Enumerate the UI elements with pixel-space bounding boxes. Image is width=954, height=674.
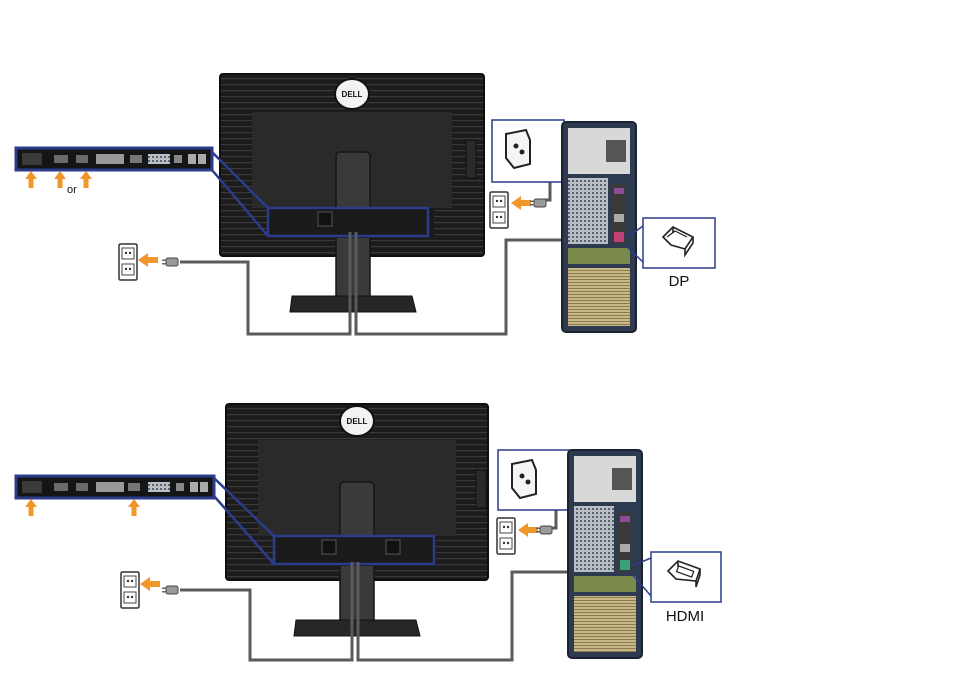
connector-label-hdmi: HDMI	[666, 608, 704, 625]
wall-outlet-right	[497, 518, 552, 554]
up-arrow-icon	[128, 499, 140, 516]
wall-outlet-left	[119, 244, 178, 280]
dell-logo: DELL	[347, 417, 368, 426]
power-plug-icon	[162, 258, 178, 266]
wall-outlet-left	[121, 572, 178, 608]
or-label: or	[67, 184, 77, 196]
wall-outlet-icon	[119, 244, 137, 280]
pc-tower	[568, 450, 642, 658]
power-plug-icon	[530, 199, 546, 207]
left-arrow-icon	[511, 196, 531, 210]
diagram-hdmi: DELL	[16, 404, 721, 660]
power-plug-icon	[536, 526, 552, 534]
wall-outlet-right	[490, 192, 546, 228]
wall-outlet-icon	[121, 572, 139, 608]
pc-tower	[562, 122, 636, 332]
up-arrow-icon	[25, 171, 37, 188]
hdmi-connector-callout: HDMI	[632, 552, 721, 625]
power-plug-icon	[162, 586, 178, 594]
left-arrow-icon	[518, 523, 538, 537]
left-arrow-icon	[140, 577, 160, 591]
up-arrow-icon	[54, 171, 66, 188]
dell-logo: DELL	[342, 90, 363, 99]
up-arrow-icon	[25, 499, 37, 516]
left-arrow-icon	[138, 253, 158, 267]
wall-outlet-icon	[497, 518, 515, 554]
up-arrow-icon	[80, 171, 92, 188]
dp-connector-callout: DP	[626, 218, 715, 290]
connector-label-dp: DP	[669, 273, 690, 290]
monitor-back: DELL	[220, 74, 484, 312]
diagram-dp: DELL or	[16, 74, 715, 334]
wall-outlet-icon	[490, 192, 508, 228]
